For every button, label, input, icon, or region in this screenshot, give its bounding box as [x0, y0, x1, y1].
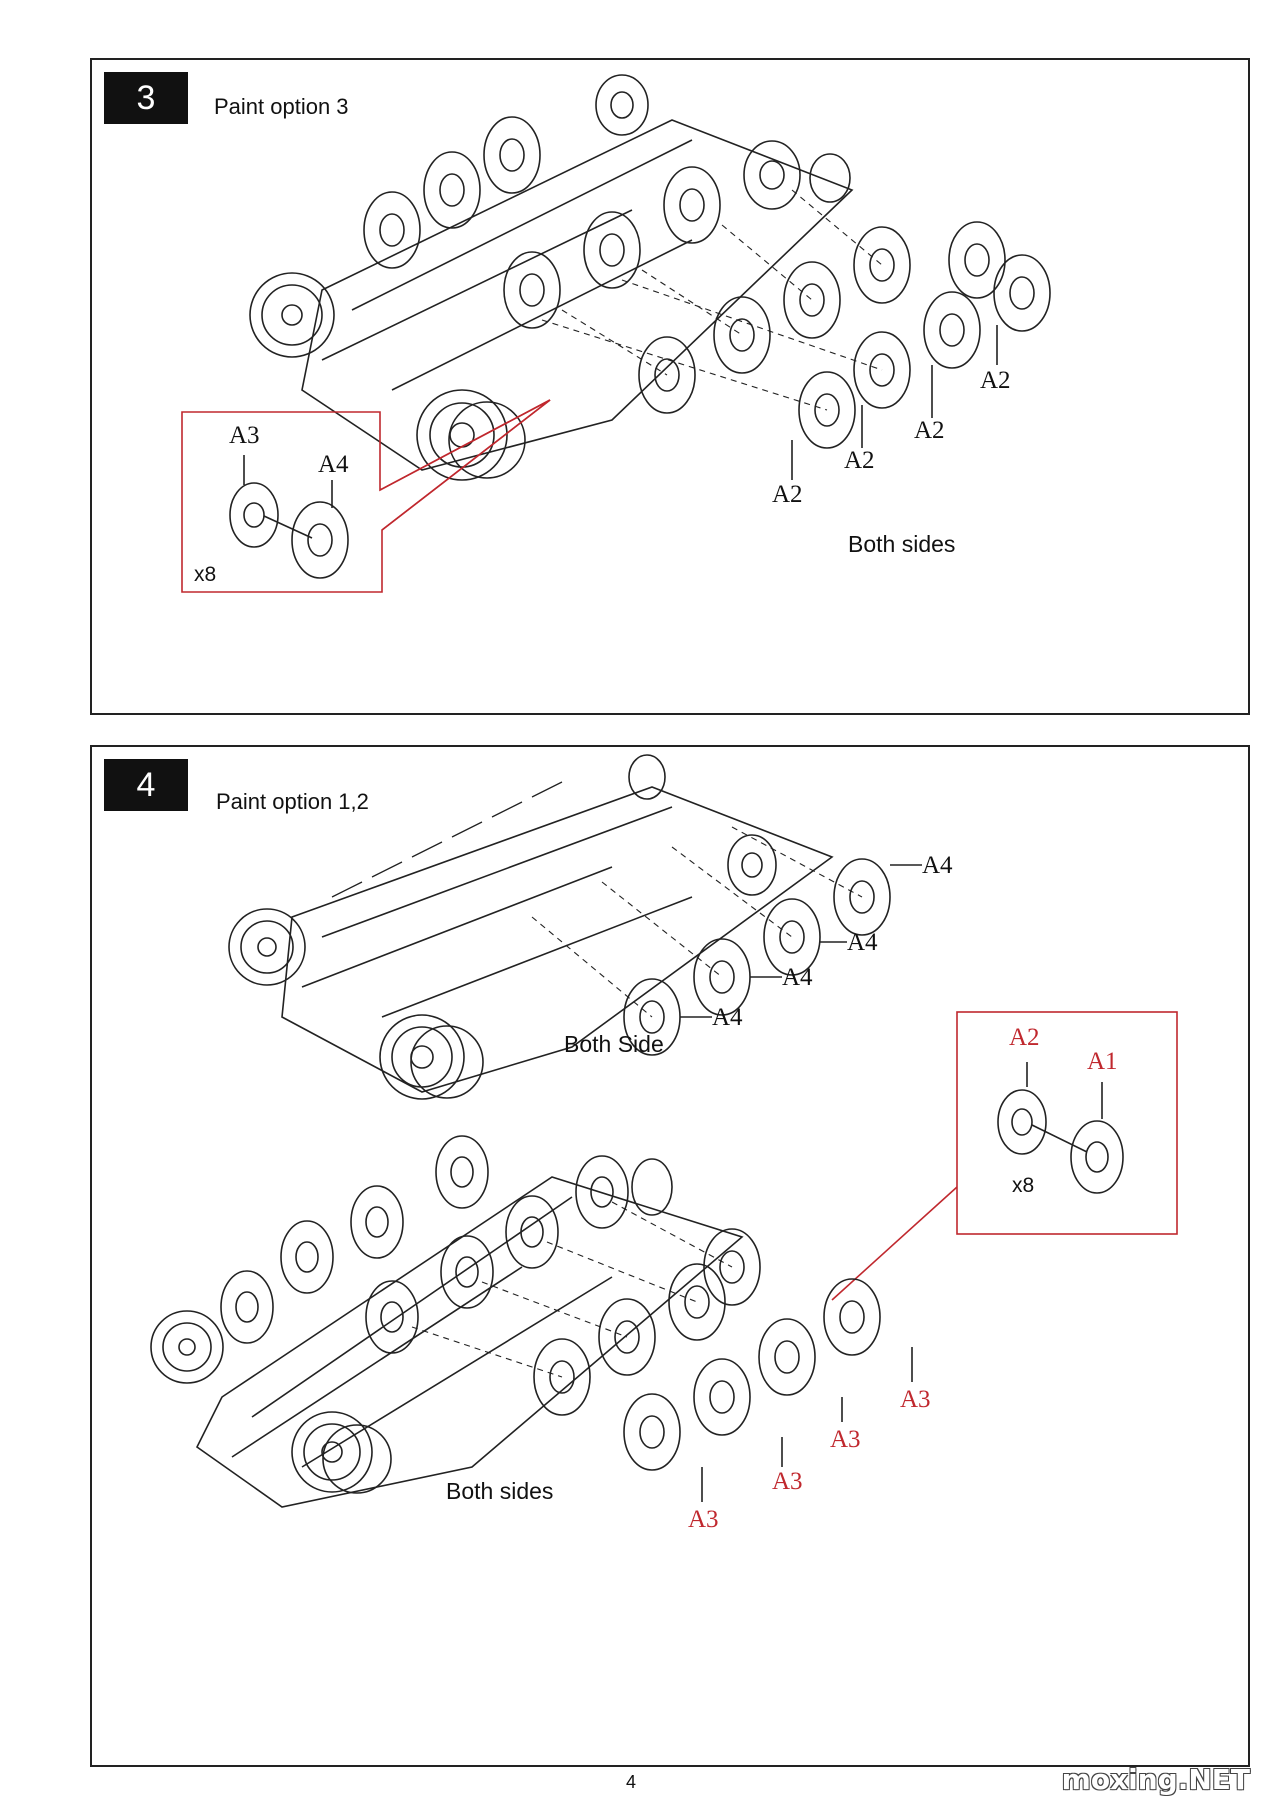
step4-upper-a4-3: A4 [847, 929, 878, 956]
step3-label-a2-3: A2 [914, 417, 945, 444]
step3-callout-parts [229, 455, 349, 579]
step3-callout-box [181, 399, 551, 593]
step3-top-wheels [363, 74, 649, 269]
step-4-panel: 4 Paint option 1,2 [90, 745, 1250, 1767]
step3-label-a2-4: A2 [980, 367, 1011, 394]
step-4-paint-option: Paint option 1,2 [216, 789, 369, 814]
step3-label-a2-1: A2 [772, 481, 803, 508]
step4-both-sides: Both sides [446, 1478, 553, 1504]
step4-upper-a4-4: A4 [922, 852, 953, 879]
page-number: 4 [625, 1772, 636, 1792]
step4-callout-a1: A1 [1087, 1048, 1118, 1075]
step4-upper-a4-1: A4 [712, 1004, 743, 1031]
step4-both-side: Both Side [564, 1031, 664, 1057]
step4-lower-wheels [411, 1201, 913, 1502]
step3-callout-a4: A4 [318, 451, 349, 478]
step4-lower-a3-4: A3 [900, 1386, 931, 1413]
step3-mounted-wheels [503, 140, 851, 329]
step4-callout-box [831, 1011, 1178, 1301]
step3-sprocket [249, 272, 335, 358]
step-4-diagram: A4 A4 A4 A4 Both Side A2 A1 x8 [150, 754, 1178, 1533]
step4-callout-parts [997, 1062, 1124, 1194]
step4-lower-a3-1: A3 [688, 1506, 719, 1533]
step4-lower-a3-2: A3 [772, 1468, 803, 1495]
step-3-paint-option: Paint option 3 [214, 94, 349, 119]
step-3-diagram: A3 A4 x8 A2 A2 A2 A2 Both sides [181, 74, 1051, 593]
step4-callout-qty: x8 [1012, 1174, 1034, 1197]
step3-both-sides: Both sides [848, 531, 955, 557]
step3-callout-a3: A3 [229, 422, 260, 449]
step-3-number: 3 [104, 72, 188, 124]
step4-upper-wheels [531, 826, 922, 1056]
step-3-panel: 3 Paint option 3 [90, 58, 1250, 715]
step4-lower-a3-3: A3 [830, 1426, 861, 1453]
step4-lower-assembly [150, 1135, 744, 1508]
step3-hull [301, 119, 854, 471]
step3-exploded-wheels [638, 221, 1051, 449]
step4-upper-assembly [228, 754, 834, 1100]
step4-callout-a2: A2 [1009, 1024, 1040, 1051]
step3-callout-qty: x8 [194, 563, 216, 586]
step3-label-a2-2: A2 [844, 447, 875, 474]
watermark: moxing.NET [1061, 1763, 1250, 1796]
step-4-number: 4 [104, 759, 188, 811]
step4-upper-a4-2: A4 [782, 964, 813, 991]
